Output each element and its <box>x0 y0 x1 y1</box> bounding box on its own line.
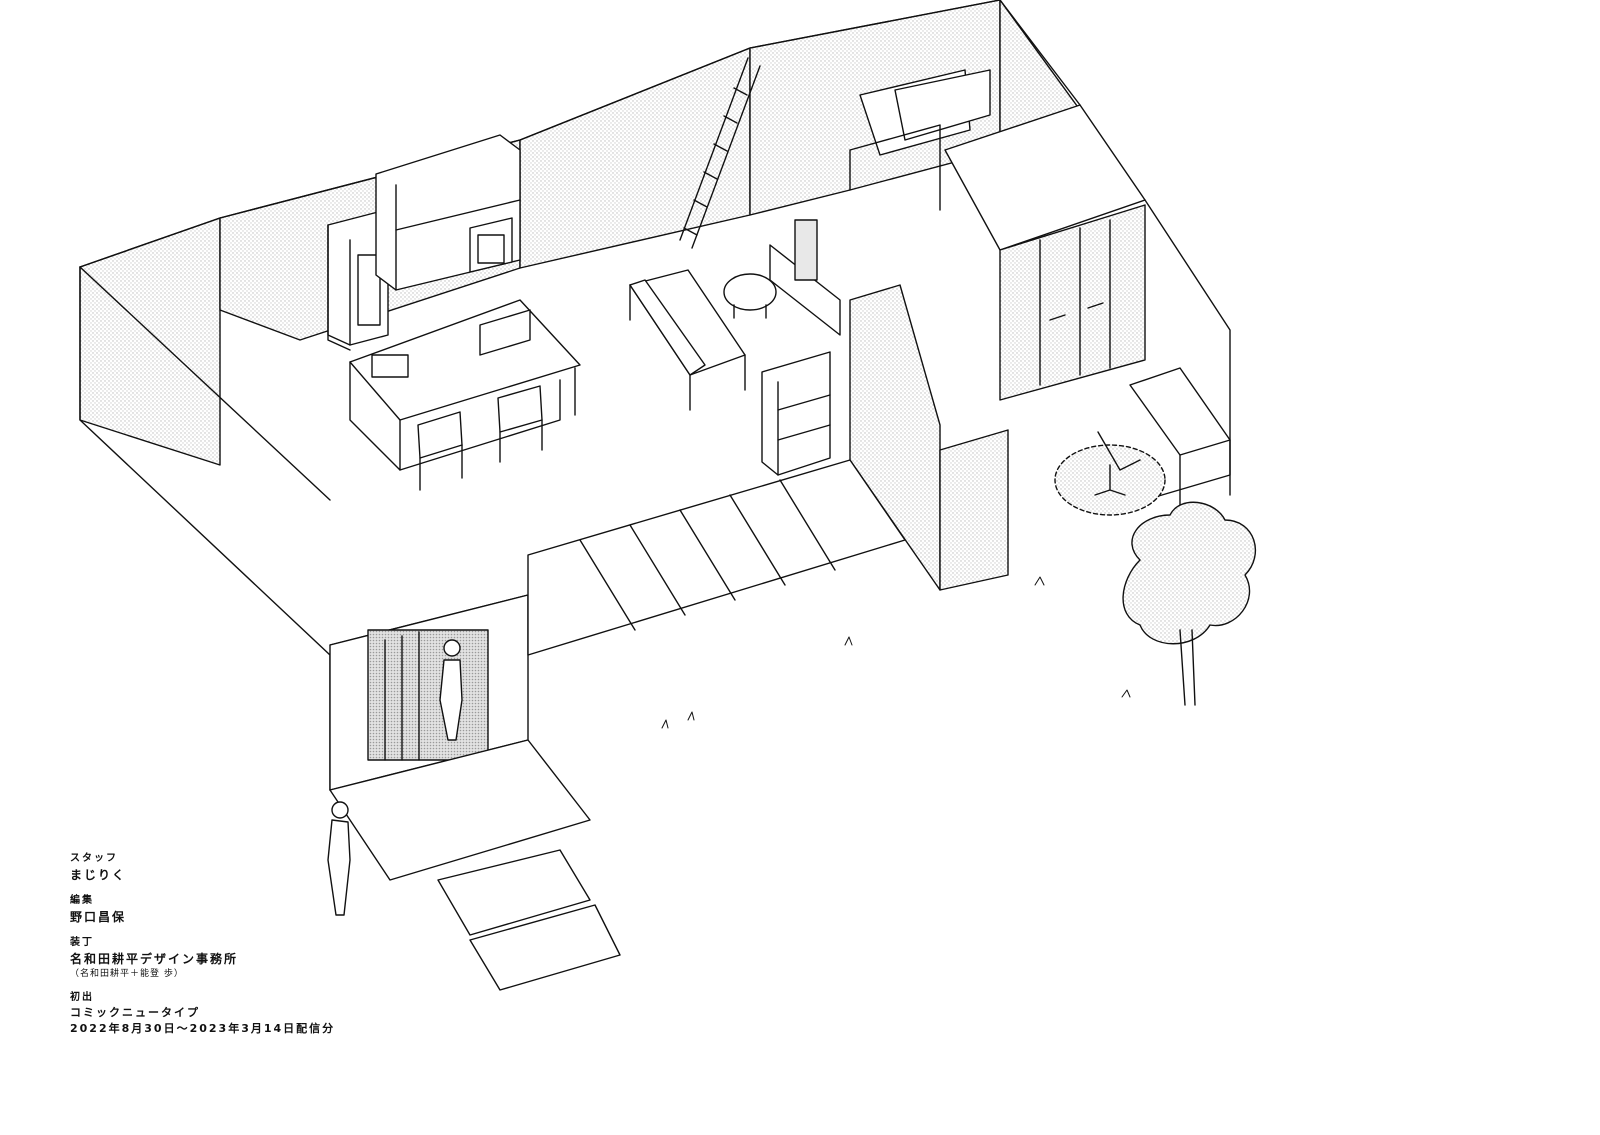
first-pub-label: 初出 <box>70 992 94 1003</box>
staff-credit: スタッフ まじりく <box>70 852 430 884</box>
credits: スタッフ まじりく 編集 野口昌保 装丁 名和田耕平デザイン事務所 （名和田耕平… <box>70 852 430 1047</box>
design-label: 装丁 <box>70 937 94 948</box>
tree <box>1122 501 1256 706</box>
deck <box>527 459 906 656</box>
closet-room <box>944 104 1146 401</box>
design-credit: 装丁 名和田耕平デザイン事務所 （名和田耕平＋能登 歩） <box>70 936 430 981</box>
sofa <box>629 269 746 411</box>
design-note: （名和田耕平＋能登 歩） <box>70 969 184 979</box>
editor-label: 編集 <box>70 895 94 906</box>
bookshelf <box>761 351 831 476</box>
first-publication-credit: 初出 コミックニュータイプ 2022年8月30日〜2023年3月14日配信分 <box>70 991 430 1037</box>
staff-label: スタッフ <box>70 853 118 864</box>
first-pub-dates: 2022年8月30日〜2023年3月14日配信分 <box>70 1022 336 1035</box>
front-porch <box>329 594 621 991</box>
editor-value: 野口昌保 <box>70 910 127 924</box>
design-value: 名和田耕平デザイン事務所 <box>70 952 239 966</box>
ladder <box>679 57 761 249</box>
kitchen-island <box>349 299 581 471</box>
bar-stools <box>417 385 543 491</box>
first-pub-value: コミックニュータイプ <box>70 1006 200 1019</box>
editor-credit: 編集 野口昌保 <box>70 894 430 926</box>
kitchen-cabinets <box>327 134 521 351</box>
staff-value: まじりく <box>70 868 127 882</box>
study-room <box>849 199 1231 591</box>
tv-stand <box>769 219 841 336</box>
coffee-table <box>723 273 777 319</box>
grass-tufts <box>661 576 1131 729</box>
person-outside <box>327 801 351 916</box>
bedroom <box>849 69 991 211</box>
person-doorway <box>439 639 463 741</box>
